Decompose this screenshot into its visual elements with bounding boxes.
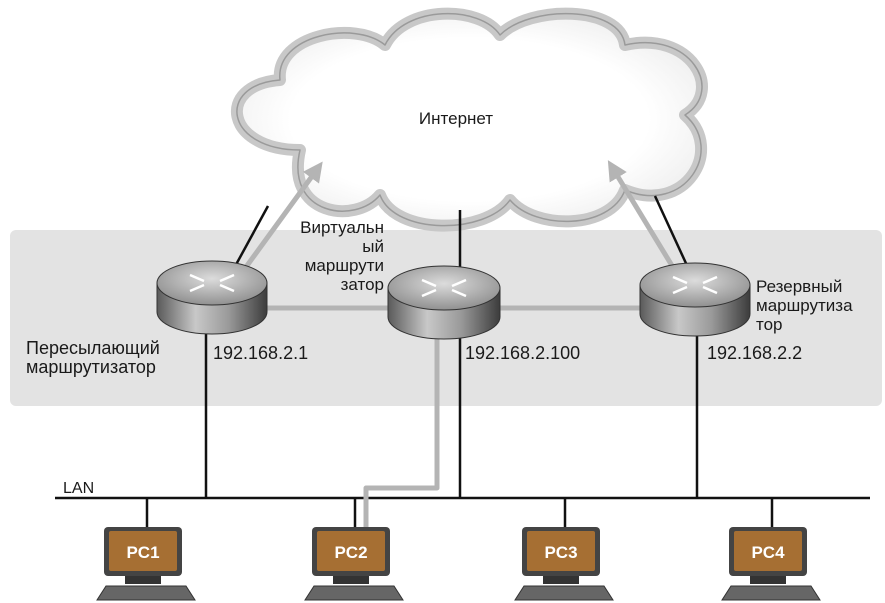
router-icon [639,262,751,337]
pc-icon: PC4 [721,527,821,601]
forwarding-router-ip: 192.168.2.1 [213,343,309,363]
virtual-router-name: Виртуальн ый маршрути затор [300,218,384,294]
pc-icon: PC2 [304,527,404,601]
pc-label: PC3 [544,543,577,562]
forwarding-router-name: Пересылающий маршрутизатор [26,338,160,377]
wan-links [230,195,692,277]
router-lan-links [204,325,699,498]
pc-icon: PC3 [514,527,614,601]
pc-label: PC1 [126,543,159,562]
virtual-router-ip: 192.168.2.100 [465,343,581,363]
pc-icon: PC1 [96,527,196,601]
standby-router-ip: 192.168.2.2 [707,343,803,363]
internet-label: Интернет [419,109,493,128]
router-icon [387,265,501,340]
pc-label: PC2 [334,543,367,562]
lan-label: LAN [63,480,94,497]
cloud-icon [230,7,708,232]
pc-drops [145,498,774,527]
pc-label: PC4 [751,543,785,562]
standby-router-name: Резервный маршрутиза тор [756,277,853,334]
router-icon [156,260,268,335]
